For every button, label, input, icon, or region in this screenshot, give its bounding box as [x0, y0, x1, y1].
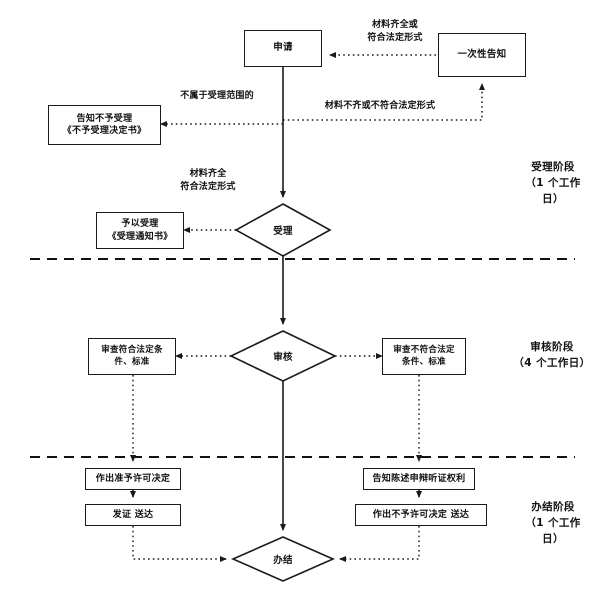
- node-notify-rights-label: 告知陈述申辩听证权利: [372, 473, 466, 484]
- stage-label-review: 审核阶段 （4 个工作日）: [513, 341, 591, 369]
- node-notify-reject-accept-label: 告知不予受理 《不予受理决定书》: [62, 113, 147, 136]
- edge-label-not-in-scope: 不属于受理范围的: [180, 91, 254, 101]
- node-review-fail[interactable]: 审查不符合法定 条件、标准: [382, 338, 466, 375]
- node-apply-label: 申请: [273, 42, 293, 54]
- node-grant-accept-label: 予以受理 《受理通知书》: [107, 219, 173, 242]
- node-notify-reject-accept[interactable]: 告知不予受理 《不予受理决定书》: [48, 105, 161, 145]
- stage-label-acceptance: 受理阶段 （1 个工作 日）: [525, 161, 581, 205]
- edge-label-materials-incomplete: 材料不齐或不符合法定形式: [324, 101, 436, 111]
- node-decide-refuse-label: 作出不予许可决定 送达: [372, 509, 470, 520]
- node-one-time-notice[interactable]: 一次性告知: [438, 33, 526, 77]
- node-decide-refuse[interactable]: 作出不予许可决定 送达: [355, 504, 487, 526]
- edge-decide-refuse-to-complete: [339, 526, 420, 562]
- node-one-time-notice-label: 一次性告知: [457, 48, 507, 60]
- node-notify-rights[interactable]: 告知陈述申辩听证权利: [363, 468, 475, 490]
- node-review-fail-label: 审查不符合法定 条件、标准: [393, 345, 455, 367]
- node-decide-grant-label: 作出准予许可决定: [95, 473, 171, 484]
- node-apply[interactable]: 申请: [244, 30, 322, 67]
- node-review-pass[interactable]: 审查符合法定条 件、标准: [88, 338, 176, 375]
- node-issue-deliver-label: 发证 送达: [112, 509, 154, 520]
- node-grant-accept[interactable]: 予以受理 《受理通知书》: [96, 212, 184, 249]
- edge-label-materials-complete-or-legal: 材料齐全或 符合法定形式: [367, 20, 423, 43]
- complete-diamond-shape: [231, 536, 335, 582]
- node-review-pass-label: 审查符合法定条 件、标准: [101, 345, 163, 367]
- edge-issue-to-complete: [132, 526, 227, 562]
- accept-diamond-shape: [234, 203, 332, 257]
- edge-label-materials-complete-legal: 材料齐全 符合法定形式: [180, 169, 236, 192]
- review-diamond-shape: [229, 330, 337, 382]
- stage-label-completion: 办结阶段 （1 个工作 日）: [525, 501, 581, 545]
- node-decide-grant[interactable]: 作出准予许可决定: [85, 468, 181, 490]
- node-issue-deliver[interactable]: 发证 送达: [85, 504, 181, 526]
